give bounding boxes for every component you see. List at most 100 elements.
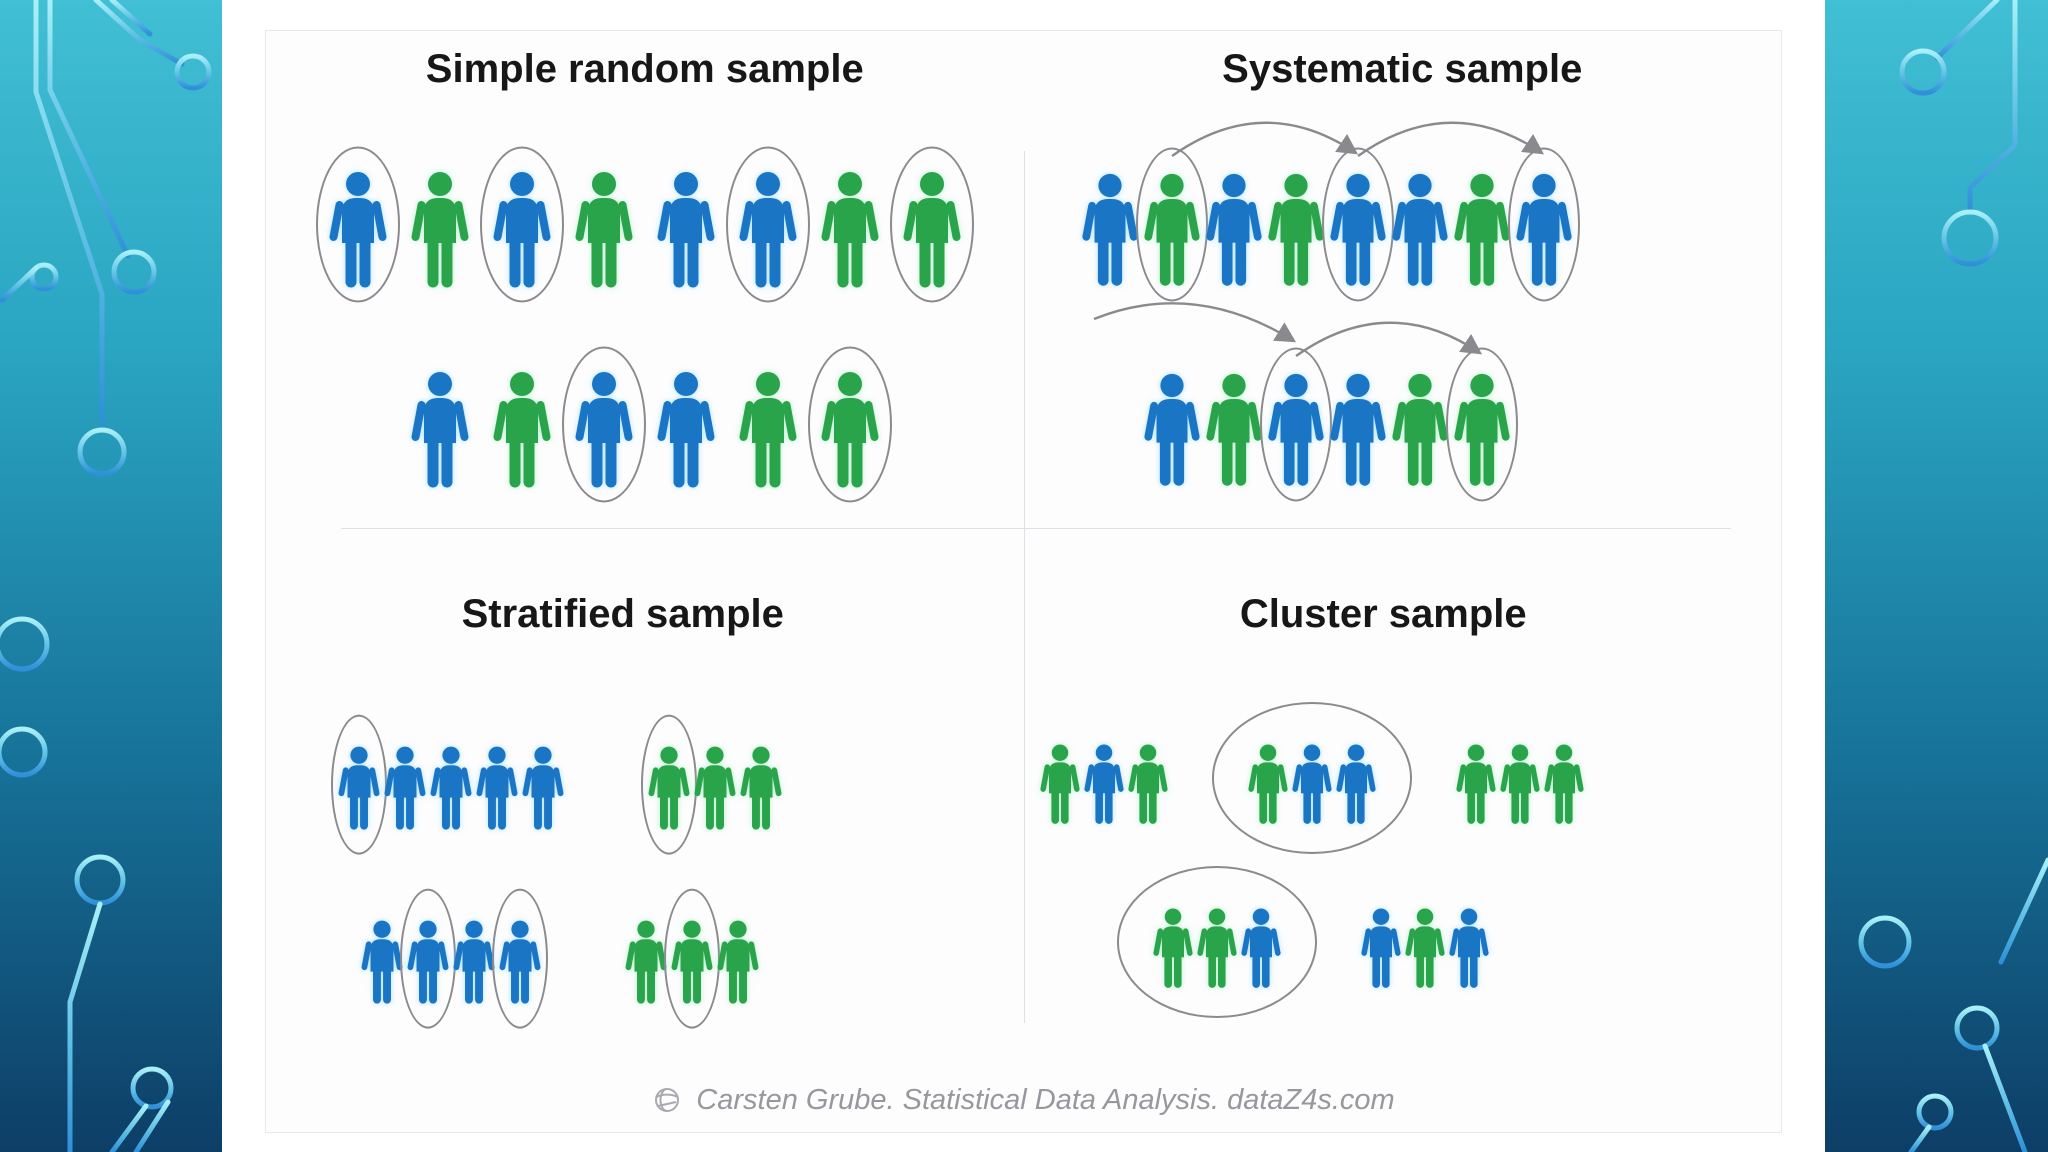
person-group xyxy=(359,888,548,1029)
person-green-icon xyxy=(1544,744,1584,824)
person-row xyxy=(1079,121,1581,302)
person-slot xyxy=(382,726,428,846)
person-slot xyxy=(1508,147,1581,302)
person-blue-icon xyxy=(430,746,472,830)
person-group xyxy=(640,714,784,855)
simple-random-people xyxy=(266,146,1024,503)
person-slot xyxy=(1451,161,1513,291)
person-blue-icon xyxy=(522,746,564,830)
person-slot xyxy=(1359,890,1403,1000)
person-slot xyxy=(491,888,548,1029)
person-row xyxy=(359,888,761,1029)
selected-cluster-group xyxy=(1117,866,1318,1018)
person-green-icon xyxy=(575,172,633,288)
globe-icon xyxy=(652,1085,682,1115)
person-blue-icon xyxy=(493,172,551,288)
person-blue-icon xyxy=(1206,173,1262,286)
person-slot xyxy=(315,146,400,303)
person-slot xyxy=(1082,726,1126,836)
person-slot xyxy=(1151,890,1195,1000)
person-green-icon xyxy=(903,172,961,288)
person-slot xyxy=(1126,726,1170,836)
person-slot xyxy=(428,726,474,846)
person-green-icon xyxy=(1144,173,1200,286)
person-green-icon xyxy=(625,920,667,1004)
person-slot xyxy=(1038,726,1082,836)
person-slot xyxy=(738,726,784,846)
person-group xyxy=(1359,890,1491,1000)
person-blue-icon xyxy=(575,372,633,488)
stratified-people xyxy=(266,714,854,1029)
person-green-icon xyxy=(694,746,736,830)
person-blue-icon xyxy=(411,372,469,488)
person-green-icon xyxy=(739,372,797,488)
person-slot xyxy=(1389,361,1451,491)
person-green-icon xyxy=(1197,908,1237,988)
cluster-people xyxy=(1024,702,1602,1018)
person-group xyxy=(399,346,892,503)
person-green-icon xyxy=(671,920,713,1004)
person-green-icon xyxy=(1500,744,1540,824)
person-slot xyxy=(474,726,520,846)
person-blue-icon xyxy=(1082,173,1138,286)
person-slot xyxy=(1327,361,1389,491)
person-slot xyxy=(1403,890,1447,1000)
person-row xyxy=(399,346,892,503)
person-blue-icon xyxy=(1268,373,1324,486)
person-slot xyxy=(1246,726,1290,836)
person-group xyxy=(330,714,566,855)
person-slot xyxy=(1079,161,1141,291)
person-slot xyxy=(645,161,727,291)
person-blue-icon xyxy=(1144,373,1200,486)
quadrant-cluster-sample: Cluster sample xyxy=(1024,528,1782,1068)
person-slot xyxy=(1389,161,1451,291)
person-slot xyxy=(1334,726,1378,836)
person-slot xyxy=(1265,161,1327,291)
person-slot xyxy=(809,161,891,291)
person-green-icon xyxy=(1405,908,1445,988)
person-slot xyxy=(727,361,809,491)
person-green-icon xyxy=(1153,908,1193,988)
person-group xyxy=(1454,726,1586,836)
person-green-icon xyxy=(411,172,469,288)
person-slot xyxy=(889,146,974,303)
person-slot xyxy=(1195,890,1239,1000)
footer-credit-text: Carsten Grube. Statistical Data Analysis… xyxy=(696,1083,1395,1116)
person-group xyxy=(315,146,974,303)
person-blue-icon xyxy=(1330,373,1386,486)
person-blue-icon xyxy=(1336,744,1376,824)
person-slot xyxy=(481,361,563,491)
person-blue-icon xyxy=(407,920,449,1004)
left-circuit-decoration xyxy=(0,0,222,1152)
sampling-methods-diagram: Simple random sample xyxy=(265,30,1782,1133)
person-slot xyxy=(692,726,738,846)
stratified-sample-title: Stratified sample xyxy=(461,592,784,636)
person-slot xyxy=(1454,726,1498,836)
person-slot xyxy=(1498,726,1542,836)
person-slot xyxy=(479,146,564,303)
person-green-icon xyxy=(821,372,879,488)
person-blue-icon xyxy=(1449,908,1489,988)
person-slot xyxy=(725,146,810,303)
person-green-icon xyxy=(1040,744,1080,824)
person-slot xyxy=(640,714,697,855)
person-green-icon xyxy=(493,372,551,488)
person-green-icon xyxy=(1456,744,1496,824)
person-slot xyxy=(561,346,646,503)
person-slot xyxy=(1542,726,1586,836)
selected-cluster-group xyxy=(1212,702,1413,854)
person-slot xyxy=(1203,361,1265,491)
person-blue-icon xyxy=(1361,908,1401,988)
person-green-icon xyxy=(1268,173,1324,286)
person-slot xyxy=(623,900,669,1020)
person-blue-icon xyxy=(499,920,541,1004)
person-blue-icon xyxy=(1392,173,1448,286)
person-blue-icon xyxy=(338,746,380,830)
person-row xyxy=(1117,866,1491,1018)
person-blue-icon xyxy=(657,172,715,288)
person-green-icon xyxy=(1128,744,1168,824)
person-blue-icon xyxy=(361,920,403,1004)
person-blue-icon xyxy=(739,172,797,288)
person-row xyxy=(1093,302,1519,502)
systematic-people xyxy=(1024,121,1632,502)
